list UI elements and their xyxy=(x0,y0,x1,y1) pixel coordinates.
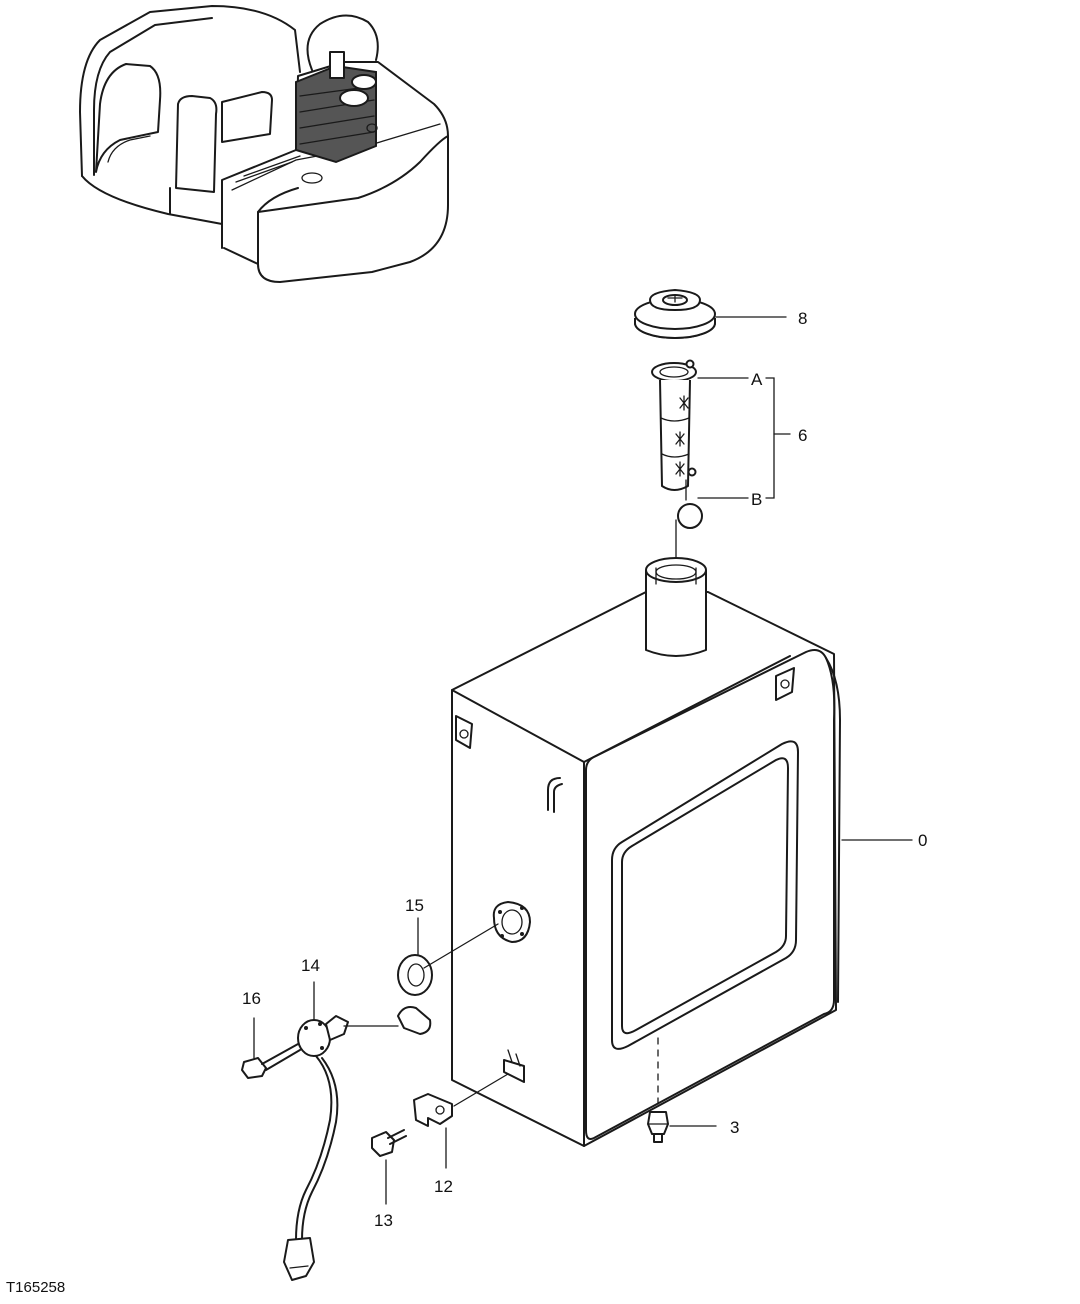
bolt-part-13 xyxy=(371,1129,407,1205)
callout-16: 16 xyxy=(242,989,261,1008)
level-sender-part-14 xyxy=(283,981,432,1281)
cap-part-8 xyxy=(634,289,716,339)
callout-8: 8 xyxy=(798,309,807,328)
callout-13: 13 xyxy=(374,1211,393,1230)
clamp-part-12 xyxy=(413,1073,509,1169)
callout-12: 12 xyxy=(434,1177,453,1196)
figure-id: T165258 xyxy=(6,1279,65,1296)
callout-14: 14 xyxy=(301,956,320,975)
bolt-part-16 xyxy=(241,1017,301,1079)
gasket-part-15 xyxy=(397,917,499,996)
drain-plug-part-3 xyxy=(647,1037,717,1143)
strainer-part-6 xyxy=(651,359,703,573)
excavator-locator-view xyxy=(79,5,449,283)
callout-a: A xyxy=(751,370,763,389)
callout-3: 3 xyxy=(730,1118,739,1137)
callout-15: 15 xyxy=(405,896,424,915)
callout-6: 6 xyxy=(798,426,807,445)
callout-b: B xyxy=(751,490,762,509)
bracket-a-b xyxy=(697,377,791,499)
callout-0: 0 xyxy=(918,831,927,850)
hydraulic-tank-part-0 xyxy=(451,557,841,1147)
